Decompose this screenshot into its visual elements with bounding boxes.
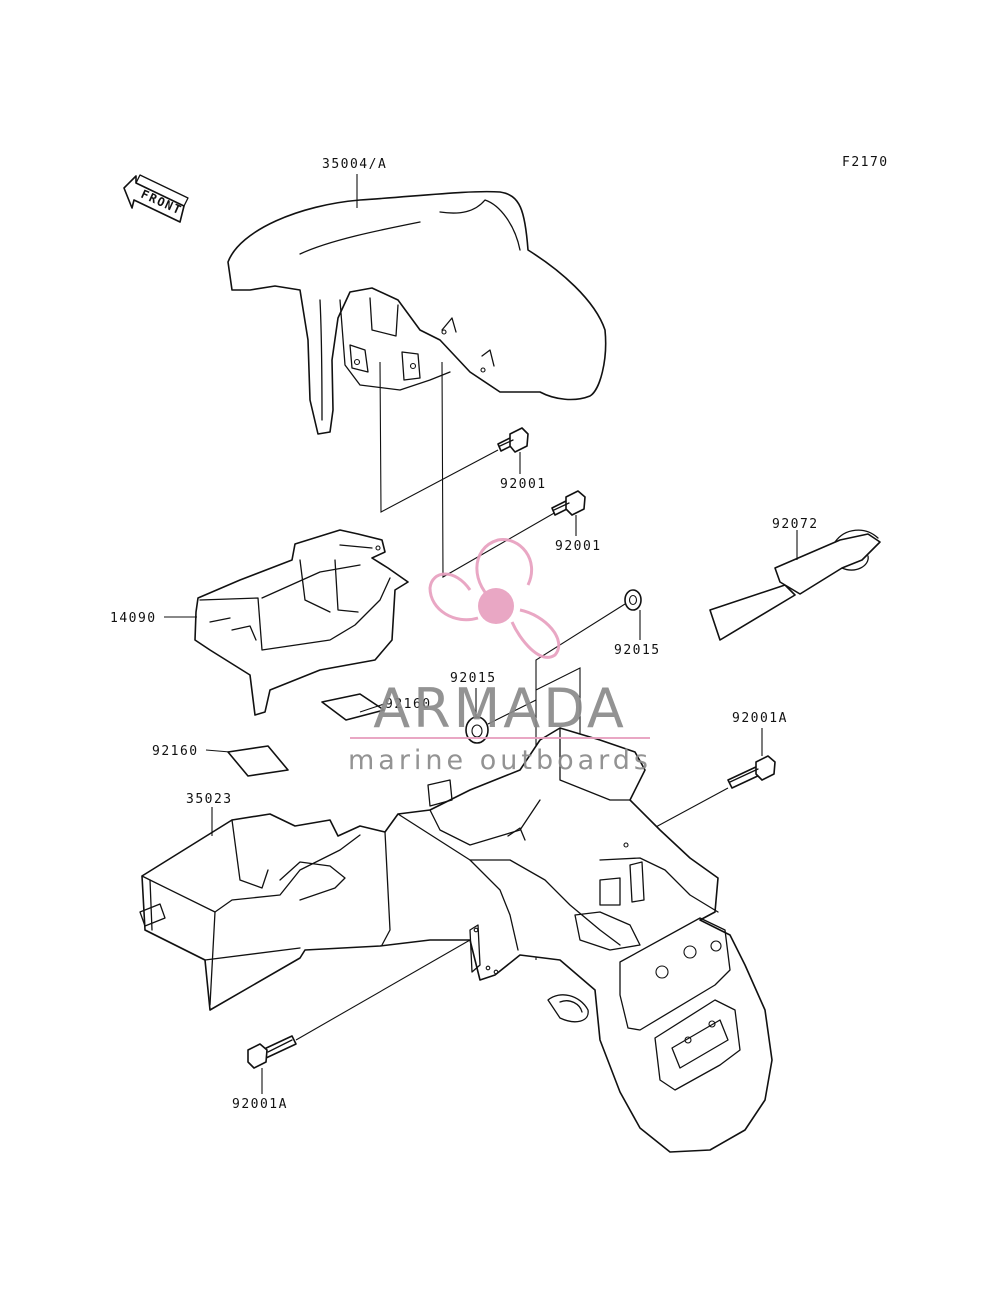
label-bolt-92001A-right: 92001A bbox=[732, 711, 788, 726]
label-bolt-92001-b: 92001 bbox=[555, 539, 602, 554]
bolt-92001A-right bbox=[727, 755, 776, 789]
brand-name: ARMADA bbox=[373, 677, 627, 740]
front-fender bbox=[227, 190, 607, 435]
front-arrow-icon: FRONT bbox=[123, 174, 189, 223]
propeller-logo-icon bbox=[428, 538, 561, 659]
guide-line-collar-center bbox=[487, 699, 537, 725]
bolt-92001-b bbox=[551, 490, 586, 516]
brand-tagline: marine outboards bbox=[348, 745, 652, 776]
label-collar-right: 92015 bbox=[614, 643, 661, 658]
pad-92160-upper bbox=[321, 693, 385, 721]
collar-92015-right bbox=[624, 589, 642, 611]
bolt-92001A-left bbox=[247, 1035, 297, 1069]
figure-code: F2170 bbox=[842, 155, 889, 170]
label-bolt-92001A-left: 92001A bbox=[232, 1097, 288, 1112]
label-pad-lower: 92160 bbox=[152, 744, 199, 759]
pad-92160-lower bbox=[227, 745, 289, 777]
label-collar-center: 92015 bbox=[450, 671, 497, 686]
label-bolt-92001-a: 92001 bbox=[500, 477, 547, 492]
leader-pad-upper bbox=[359, 703, 385, 713]
rear-fender bbox=[139, 727, 773, 1153]
cover-14090 bbox=[194, 529, 409, 716]
brand-watermark: ARMADA marine outboards bbox=[348, 538, 652, 776]
bolt-92001-a bbox=[497, 427, 529, 453]
guide-line-upper-b bbox=[441, 361, 557, 578]
label-rear-fender: 35023 bbox=[186, 792, 233, 807]
guide-line-bolt-left bbox=[295, 939, 471, 1041]
guide-line-upper-a bbox=[379, 361, 499, 513]
leader-pad-lower bbox=[205, 749, 231, 753]
strap-92072 bbox=[709, 529, 881, 641]
brand-underline bbox=[350, 737, 650, 739]
label-strap: 92072 bbox=[772, 517, 819, 532]
label-pad-upper: 92160 bbox=[385, 697, 432, 712]
label-cover: 14090 bbox=[110, 611, 157, 626]
label-front-fender: 35004/A bbox=[322, 157, 387, 172]
